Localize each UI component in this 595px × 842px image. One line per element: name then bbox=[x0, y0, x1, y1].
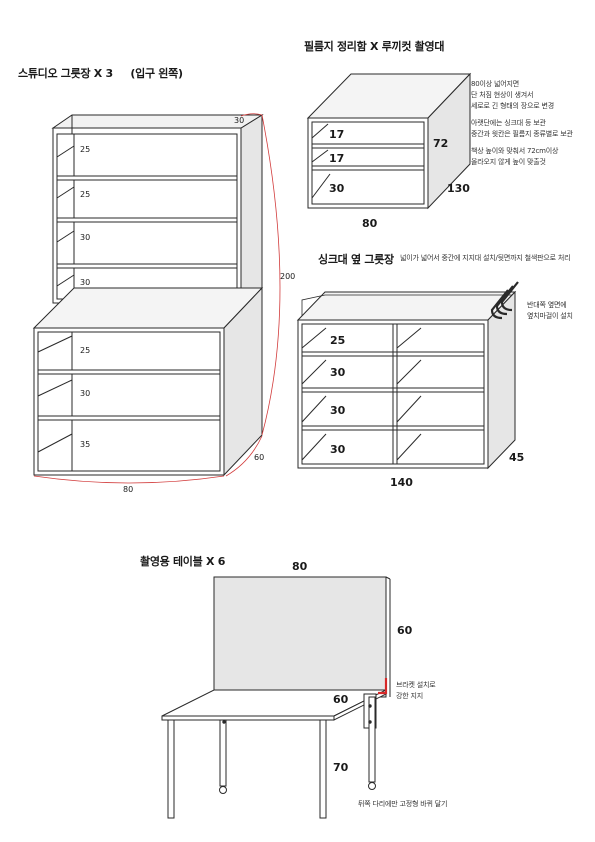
hutch-top bbox=[51, 114, 264, 129]
film-note-line: 단 처짐 현상이 생겨서 bbox=[471, 91, 534, 99]
hutch-shelf-label: 30 bbox=[80, 278, 90, 287]
sink-dim-width: 140 bbox=[390, 476, 413, 489]
film-dim-height: 72 bbox=[433, 137, 448, 150]
hutch-shelf-label: 25 bbox=[80, 190, 90, 199]
sink-top bbox=[296, 291, 517, 321]
table-labels: 80 60 60 70 bbox=[292, 560, 413, 774]
base-inner bbox=[37, 331, 221, 472]
base-top bbox=[32, 287, 264, 329]
sink-shelf-label: 30 bbox=[330, 443, 346, 456]
film-dim-width: 80 bbox=[362, 217, 378, 230]
sink-note-side: 반대쪽 옆면에 옆치마걸이 설치 bbox=[527, 300, 573, 322]
hutch-shelf-label: 30 bbox=[80, 233, 90, 242]
wheel-icon bbox=[368, 782, 376, 790]
dim-bottom-depth: 60 bbox=[254, 453, 264, 462]
film-dim-depth: 130 bbox=[447, 182, 470, 195]
sink-dim-depth: 45 bbox=[509, 451, 524, 464]
studio-cabinet-labels: 25 25 30 30 25 30 35 30 200 60 80 bbox=[80, 116, 295, 494]
film-box-labels: 17 17 30 72 130 80 bbox=[329, 128, 470, 230]
film-shelf-label: 30 bbox=[329, 182, 345, 195]
table-leg bbox=[368, 696, 376, 783]
film-shelf-label: 17 bbox=[329, 152, 344, 165]
sink-shelf-label: 30 bbox=[330, 404, 346, 417]
base-shelf-label: 35 bbox=[80, 440, 90, 449]
wheel-icon bbox=[219, 786, 227, 794]
sink-side-line: 반대쪽 옆면에 bbox=[527, 301, 567, 309]
table-top-edge bbox=[161, 715, 335, 721]
table-dim-top-depth: 60 bbox=[333, 693, 349, 706]
table-leg bbox=[219, 719, 227, 787]
dim-curve-width bbox=[33, 475, 225, 484]
film-note-line: 아랫단에는 싱크대 등 보관 bbox=[471, 119, 546, 127]
film-note-line: 세로로 긴 형태의 장으로 변경 bbox=[471, 102, 554, 110]
film-note-line: 올라오지 않게 높이 맞출것 bbox=[471, 158, 546, 166]
cabinet1-subtitle: (입구 왼쪽) bbox=[130, 67, 183, 80]
sink-cabinet-labels: 25 30 30 30 45 140 bbox=[330, 334, 524, 489]
sink-note-top: 넓이가 넓어서 중간에 지지대 설치/뒷면까지 철색판으로 처리 bbox=[400, 254, 571, 262]
table-title: 촬영용 테이블 X 6 bbox=[140, 555, 226, 568]
dim-top-depth: 30 bbox=[234, 116, 244, 125]
table-leg bbox=[319, 719, 327, 819]
cabinet1-title: 스튜디오 그릇장 X 3 (입구 왼쪽) bbox=[18, 65, 183, 81]
dim-height: 200 bbox=[280, 272, 295, 281]
film-note-line: 책상 높이와 맞춰서 72cm이상 bbox=[471, 147, 559, 155]
sink-cabinet-drawing bbox=[296, 281, 519, 470]
film-note-line: 80이상 넓어지면 bbox=[471, 80, 519, 88]
sink-cabinet-title: 싱크대 옆 그릇장 bbox=[318, 253, 394, 266]
dim-curve-depth bbox=[225, 435, 263, 477]
side-hook-icon bbox=[500, 281, 519, 312]
table-drawing bbox=[161, 576, 391, 819]
dim-curve-top bbox=[240, 113, 263, 117]
sink-side-line: 옆치마걸이 설치 bbox=[527, 312, 573, 320]
hutch-inner bbox=[56, 133, 238, 300]
base-shelf-label: 30 bbox=[80, 389, 90, 398]
bracket-note-line: 강한 지지 bbox=[396, 692, 423, 700]
film-note-line: 중간과 윗칸은 필름지 종류별로 보관 bbox=[471, 130, 573, 138]
film-box-drawing bbox=[306, 72, 472, 210]
film-shelf-label: 17 bbox=[329, 128, 344, 141]
table-dim-board-width: 80 bbox=[292, 560, 308, 573]
film-box-notes: 80이상 넓어지면 단 처짐 현상이 생겨서 세로로 긴 형태의 장으로 변경 … bbox=[471, 79, 573, 168]
dim-width: 80 bbox=[123, 485, 133, 494]
studio-cabinet-drawing bbox=[32, 113, 281, 484]
side-hook-icon bbox=[490, 289, 509, 320]
sink-shelf-label: 30 bbox=[330, 366, 346, 379]
hutch-shelf-label: 25 bbox=[80, 145, 90, 154]
dim-curve-height bbox=[261, 114, 281, 436]
hutch-side bbox=[240, 114, 263, 304]
side-hook-icon bbox=[495, 285, 514, 316]
table-back-board bbox=[213, 576, 387, 698]
bracket-marker bbox=[378, 678, 388, 695]
table-leg bbox=[167, 719, 175, 819]
cabinet1-title-text: 스튜디오 그릇장 X 3 bbox=[18, 67, 113, 80]
table-dim-leg-height: 70 bbox=[333, 761, 349, 774]
table-top bbox=[161, 689, 387, 717]
sink-shelf-label: 25 bbox=[330, 334, 345, 347]
bracket-note: 브라켓 설치로 강한 지지 bbox=[396, 680, 436, 702]
bracket-note-line: 브라켓 설치로 bbox=[396, 681, 436, 689]
table-dim-board-height: 60 bbox=[397, 624, 413, 637]
base-shelf-label: 25 bbox=[80, 346, 90, 355]
film-box-title: 필름지 정리함 X 루끼컷 촬영대 bbox=[304, 40, 445, 53]
wheel-note: 뒤쪽 다리에만 고정형 바퀴 달기 bbox=[358, 800, 448, 808]
